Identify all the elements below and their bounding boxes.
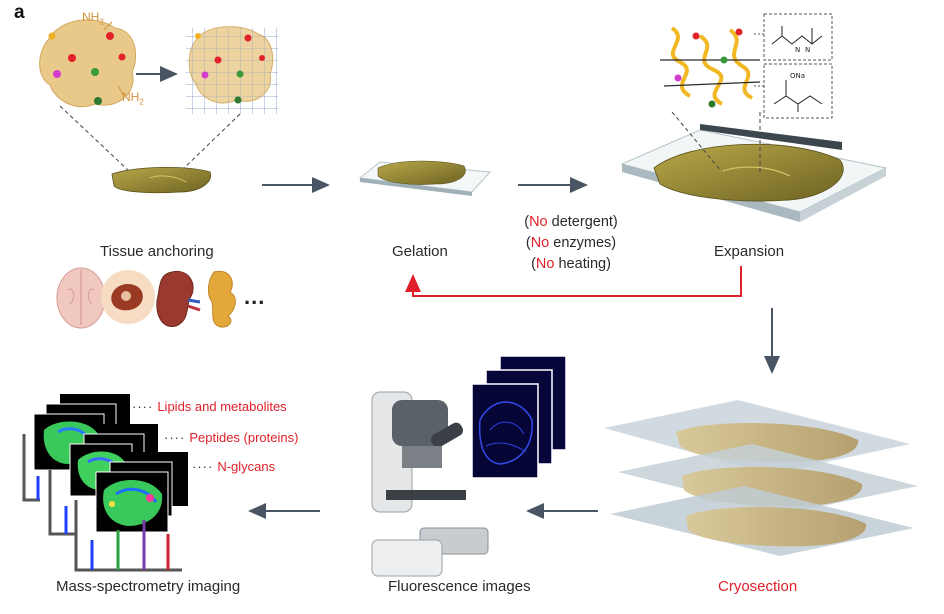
condition-heating: (No heating)	[531, 256, 611, 272]
svg-text:N: N	[805, 46, 810, 54]
more-tissues-ellipsis: ...	[244, 284, 266, 309]
tissue-anchoring-label: Tissue anchoring	[100, 243, 214, 260]
ona-label: ONa	[790, 72, 805, 80]
polymer-chains-icon	[660, 26, 761, 108]
fluorescence-image-stack	[471, 355, 567, 479]
tumor-icon	[101, 270, 155, 324]
tissue-slice-icon	[111, 166, 212, 194]
condition-enzymes: (No enzymes)	[525, 235, 617, 251]
msi-label: Mass-spectrometry imaging	[56, 578, 241, 595]
gel-tray-icon	[358, 160, 492, 196]
expansion-label: Expansion	[714, 243, 785, 260]
panel-label: a	[14, 2, 25, 23]
conditions-list: (No detergent) (No enzymes) (No heating)	[496, 212, 646, 275]
fluorescence-label: Fluorescence images	[388, 578, 531, 595]
protein-blob-icon	[39, 19, 137, 108]
cryosection-label: Cryosection	[718, 578, 798, 595]
kidney-icon	[156, 270, 201, 327]
msi-image-stacks	[33, 394, 188, 533]
zoom-guides	[59, 105, 241, 173]
svg-text:N: N	[795, 46, 800, 54]
brain-icon	[56, 267, 106, 329]
gridded-protein-icon	[186, 26, 278, 114]
reiteration-arrow	[405, 266, 742, 297]
intestine-icon	[207, 270, 236, 328]
acrylate-structure-box: ONa	[754, 63, 833, 119]
expansion-tray-icon	[620, 124, 888, 222]
nh2-label-top: NH2	[82, 10, 104, 27]
microscope-icon	[371, 391, 489, 577]
gelation-label: Gelation	[392, 243, 448, 260]
msi-label-peptides: ····Peptides (proteins)	[164, 430, 299, 445]
crosslinker-structure-box: N N	[754, 13, 833, 61]
condition-detergent: (No detergent)	[524, 214, 618, 230]
expansion-zoom-guides	[671, 111, 761, 173]
msi-spectrum-axes	[22, 434, 182, 572]
cryosection-slices-icon	[604, 400, 918, 556]
nh2-label-bottom: NH2	[122, 90, 144, 107]
msi-label-lipids: ····Lipids and metabolites	[132, 399, 287, 414]
msi-label-glycans: ····N-glycans	[192, 459, 276, 474]
